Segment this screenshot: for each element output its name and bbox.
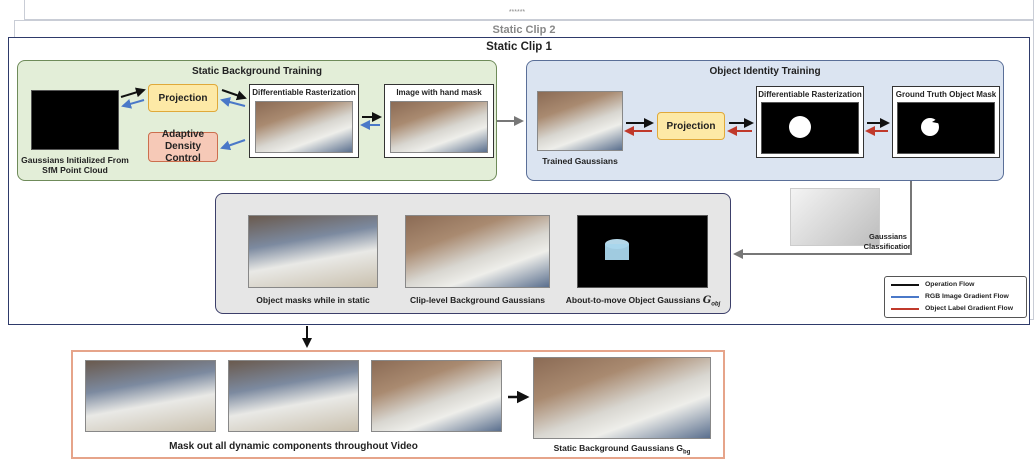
- legend-item-label: Object Label Gradient Flow: [891, 305, 1013, 312]
- adaptive-density-control-box: Adaptive Density Control: [148, 129, 218, 164]
- gt-mask-label: Ground Truth Object Mask: [895, 90, 997, 99]
- hand-mask-card: Image with hand mask: [384, 84, 494, 158]
- dynamic-frame-2: [228, 360, 359, 432]
- gt-object-mask-card: Ground Truth Object Mask: [892, 86, 1000, 158]
- projection-box-object: Projection: [657, 112, 725, 140]
- diff-raster-label-static: Differentiable Rasterization: [252, 88, 356, 97]
- hand-mask-image: [390, 101, 488, 153]
- object-mask-shapes: [789, 116, 942, 138]
- object-silhouette-gt-bite: [932, 116, 942, 124]
- gaussians-classification-label: Gaussians Classification: [863, 232, 913, 251]
- static-background-image: [533, 357, 711, 439]
- bucket-body: [605, 244, 629, 260]
- sfm-point-cloud-image: [31, 90, 119, 150]
- legend-line-label: [891, 307, 919, 310]
- trained-gaussians-caption: Trained Gaussians: [542, 156, 618, 166]
- diff-raster-card-static: Differentiable Rasterization: [249, 84, 359, 158]
- arrow-raster-to-adaptive: [220, 139, 246, 151]
- legend: Operation Flow RGB Image Gradient Flow O…: [884, 276, 1027, 318]
- object-masks-static-caption: Object masks while in static: [256, 295, 370, 305]
- trained-gaussians-image: [537, 91, 623, 151]
- bucket-shape: [605, 239, 629, 260]
- arrow-sfm-to-projection: [120, 87, 146, 98]
- top-marker: ******: [508, 9, 526, 16]
- legend-item-rgb: RGB Image Gradient Flow: [891, 293, 1009, 300]
- mask-out-caption: Mask out all dynamic components througho…: [169, 441, 418, 452]
- legend-line-operation: [891, 283, 919, 286]
- clip-background-caption: Clip-level Background Gaussians: [409, 295, 546, 305]
- gaussians-initialized-caption: Gaussians Initialized From SfM Point Clo…: [21, 155, 129, 175]
- static-bg-title: Static Background Training: [191, 66, 323, 77]
- dynamic-frame-1: [85, 360, 216, 432]
- gaussians-classification-image: [790, 188, 880, 246]
- arrow-projection-to-raster: [221, 89, 247, 101]
- static-bg-gaussians-caption: Static Background Gaussians Gbg: [553, 443, 691, 456]
- about-to-move-object-image: [577, 215, 708, 288]
- hand-mask-label: Image with hand mask: [396, 88, 482, 97]
- gt-object-mask-image: [897, 102, 995, 154]
- static-clip-1-title: Static Clip 1: [486, 41, 552, 53]
- static-clip-2-title: Static Clip 2: [492, 24, 556, 36]
- arrow-object-to-results: [733, 181, 912, 259]
- object-identity-title: Object Identity Training: [709, 66, 821, 77]
- arrow-projection-to-sfm: [121, 98, 145, 109]
- clip-background-image: [405, 215, 550, 288]
- rendered-scene-image: [255, 101, 353, 153]
- legend-item-operation: Operation Flow: [891, 281, 974, 288]
- object-silhouette-render: [789, 116, 811, 138]
- diff-raster-card-object: Differentiable Rasterization: [756, 86, 864, 158]
- diff-raster-label-object: Differentiable Rasterization: [758, 90, 862, 99]
- arrow-raster-to-projection: [220, 97, 246, 107]
- legend-line-rgb: [891, 295, 919, 298]
- object-masks-static-image: [248, 215, 378, 288]
- projection-box-static: Projection: [148, 84, 218, 112]
- about-to-move-caption: About-to-move Object Gaussians Gobj: [565, 295, 721, 308]
- dynamic-frame-3: [371, 360, 502, 432]
